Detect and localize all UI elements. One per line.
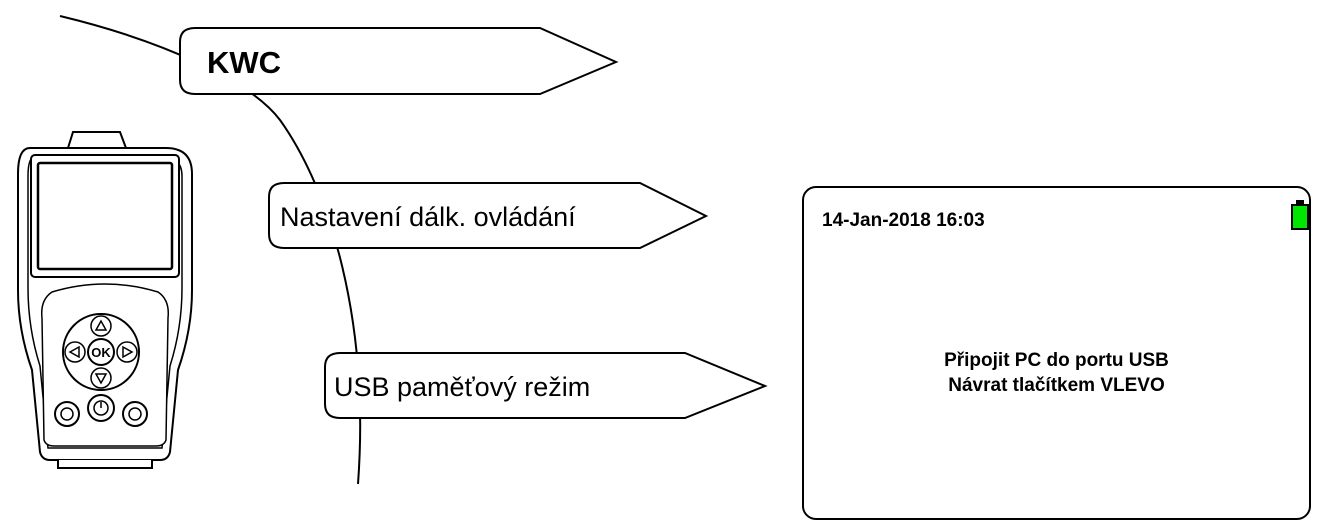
down-arrow-icon (94, 373, 108, 385)
device-body-inner (27, 155, 183, 449)
left-soft-key-inner (60, 407, 74, 421)
left-arrow-icon (68, 345, 80, 359)
right-button (116, 341, 138, 363)
ok-button-label: OK (91, 345, 111, 360)
menu-title-tag[interactable]: KWC (179, 27, 619, 95)
device-screen-panel: 14-Jan-2018 16:03 Připojit PC do portu U… (802, 186, 1311, 520)
device-dpad (64, 315, 138, 389)
menu-item-usb-storage-mode[interactable]: USB paměťový režim (324, 352, 768, 419)
screen-datetime: 14-Jan-2018 16:03 (822, 210, 985, 231)
menu-title: KWC (207, 45, 281, 80)
battery-icon (1289, 200, 1311, 230)
down-button (90, 367, 112, 389)
menu-item-label: Nastavení dálk. ovládání (280, 202, 576, 232)
right-arrow-icon (122, 345, 134, 359)
device-top-clip (67, 131, 127, 149)
battery-level (1291, 204, 1309, 230)
up-arrow-icon (94, 319, 108, 331)
ok-button (87, 338, 115, 366)
screen-message-line: Připojit PC do portu USB (944, 350, 1169, 371)
handheld-device-illustration: OK (17, 131, 193, 469)
device-bottom-foot (57, 460, 153, 469)
up-button (90, 315, 112, 337)
menu-item-label: USB paměťový režim (334, 372, 590, 402)
battery-cap (1296, 200, 1304, 204)
left-button (64, 341, 86, 363)
menu-item-remote-settings[interactable]: Nastavení dálk. ovládání (268, 182, 709, 249)
screen-message: Připojit PC do portu USB Návrat tlačítke… (804, 348, 1309, 398)
device-screen (36, 161, 174, 271)
screen-message-line: Návrat tlačítkem VLEVO (948, 375, 1165, 396)
right-soft-key-inner (128, 407, 142, 421)
